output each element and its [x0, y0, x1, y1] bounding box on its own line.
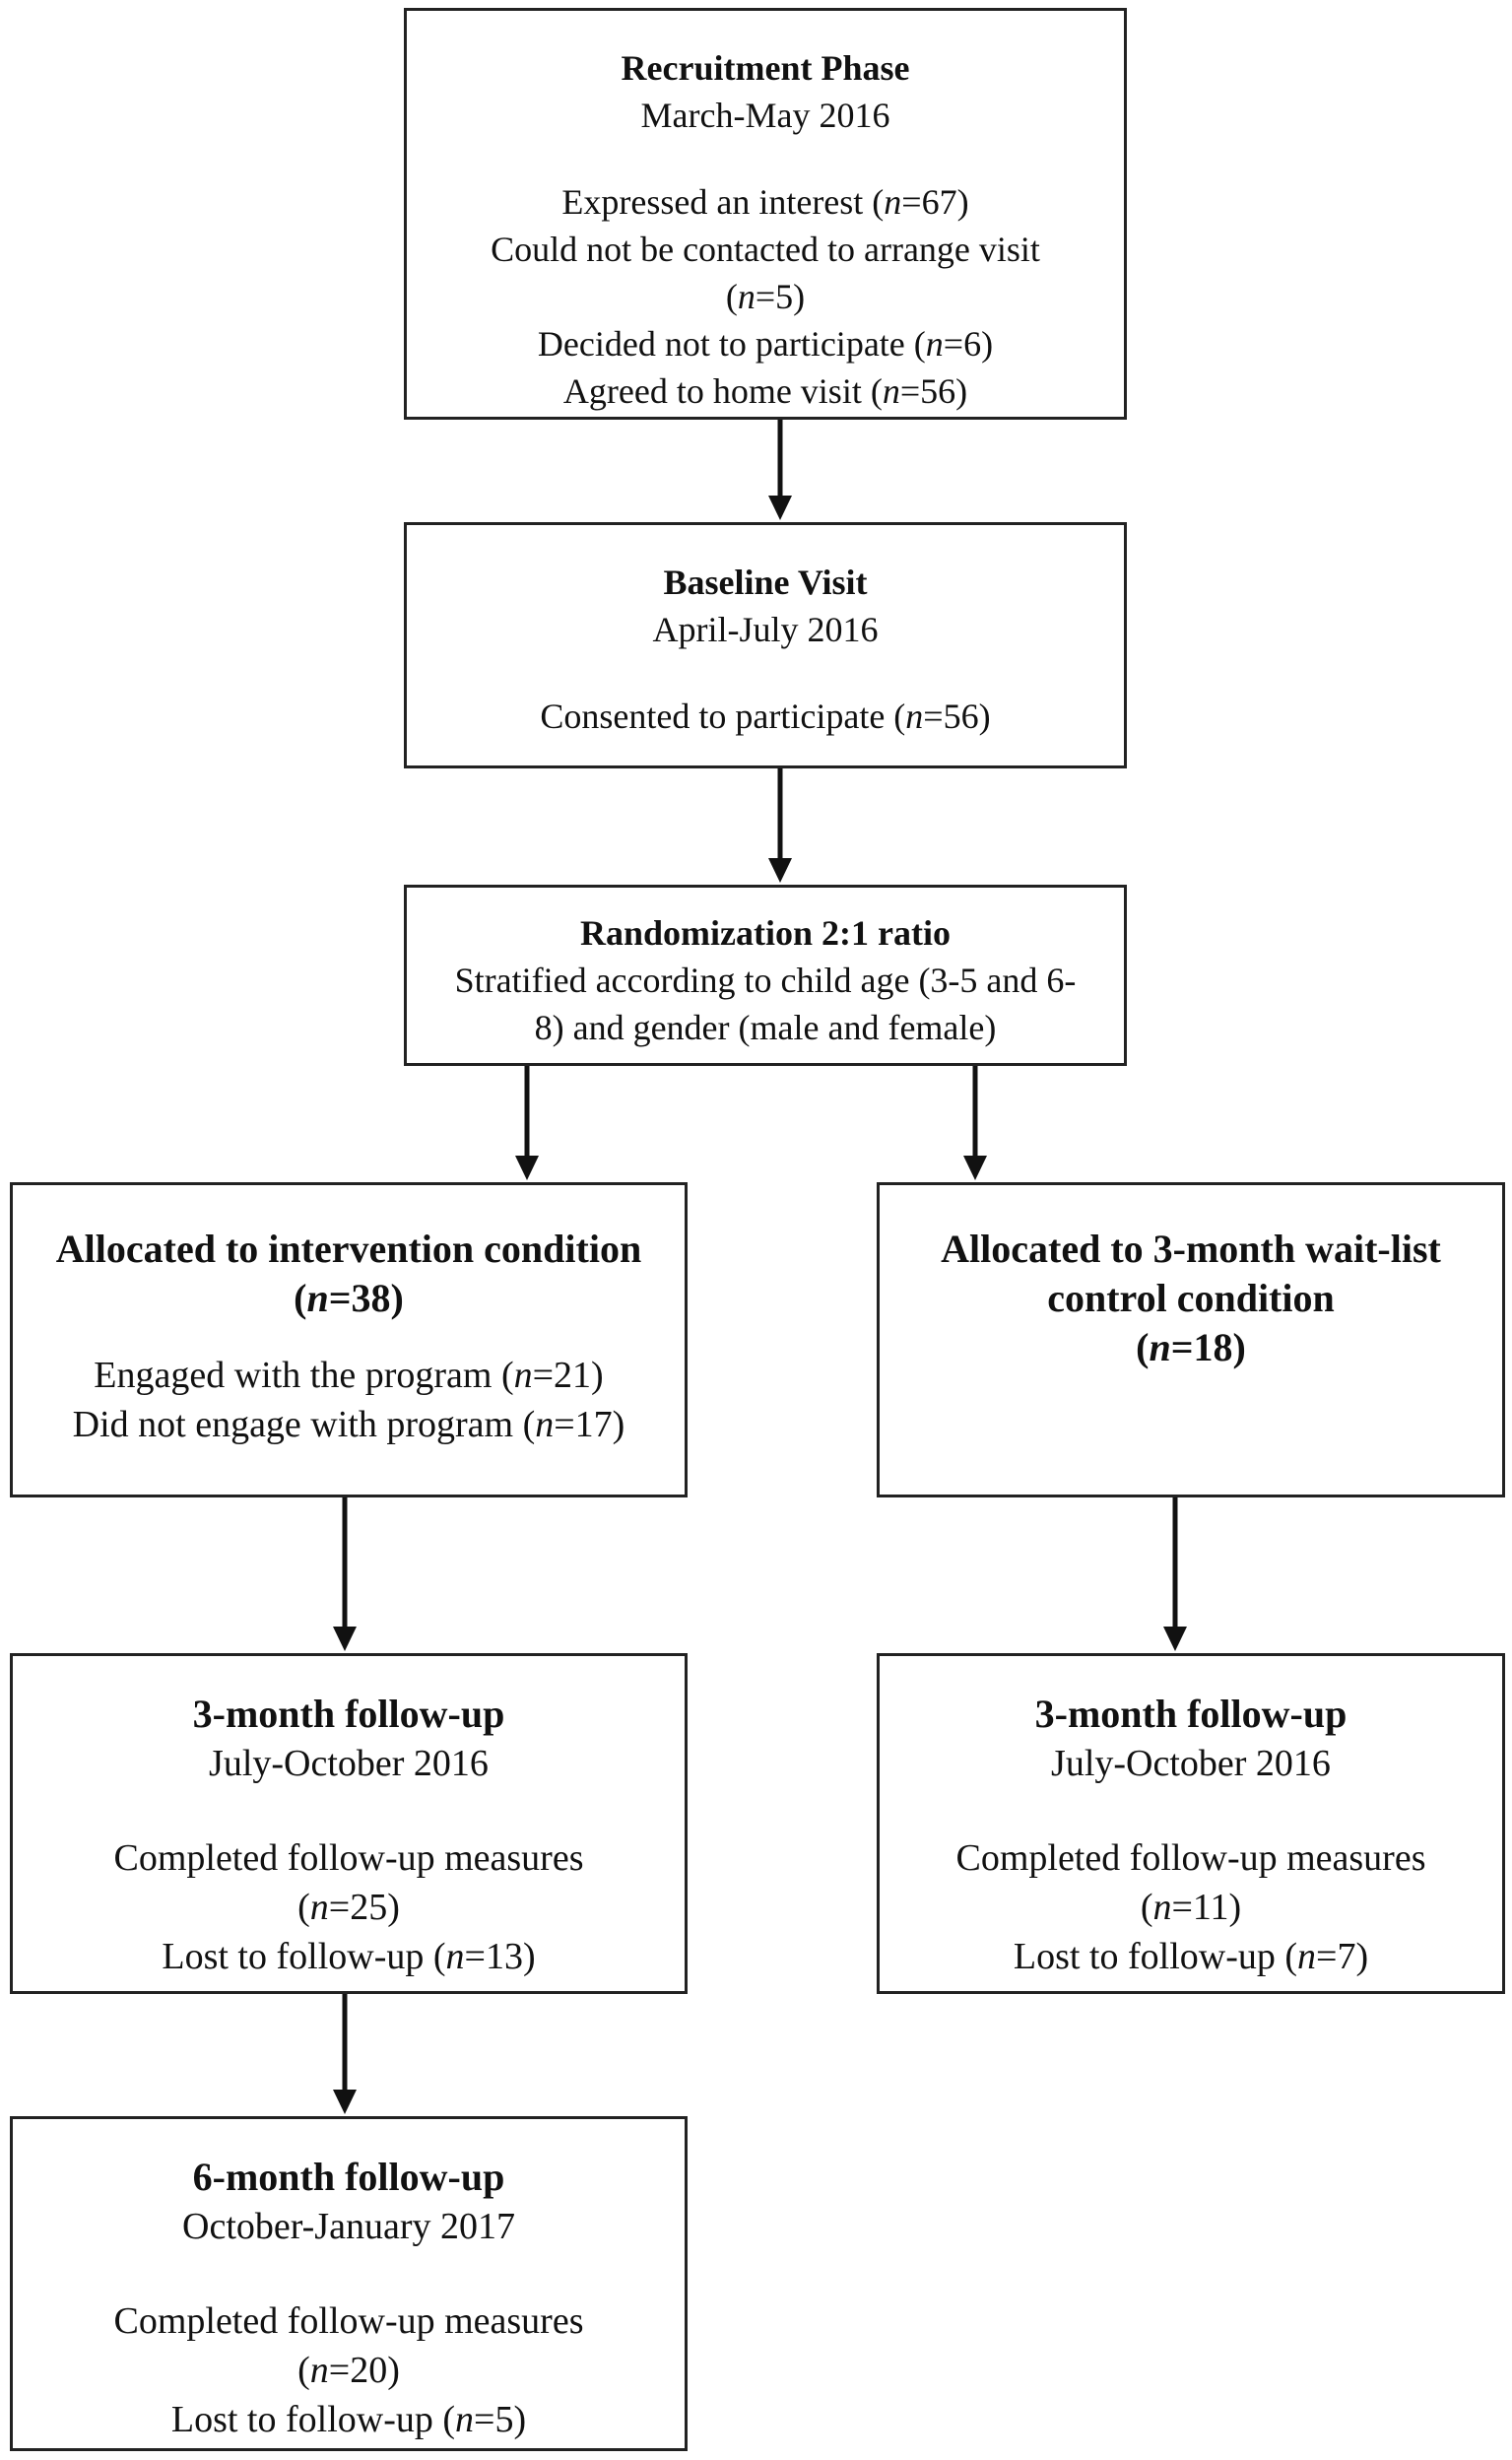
intervention-6m-followup-box: 6-month follow-up October-January 2017 C… — [10, 2116, 688, 2451]
baseline-title: Baseline Visit — [663, 563, 868, 602]
box-text-line: Lost to follow-up (n=13) — [162, 1936, 536, 1977]
arrow-randomization-to-control — [963, 1066, 987, 1180]
intervention-box: Allocated to intervention condition (n=3… — [10, 1182, 688, 1497]
control-count: (n=18) — [1136, 1325, 1246, 1369]
control-box: Allocated to 3-month wait-list control c… — [877, 1182, 1505, 1497]
box-text-line: (n=20) — [297, 2350, 400, 2391]
control-3m-followup-box: 3-month follow-up July-October 2016 Comp… — [877, 1653, 1505, 1994]
intervention-title: Allocated to intervention condition — [55, 1227, 642, 1271]
baseline-dates: April-July 2016 — [652, 610, 879, 649]
box-text-line: Completed follow-up measures — [955, 1837, 1426, 1879]
intervention-6m-dates: October-January 2017 — [182, 2206, 515, 2247]
randomization-lines: Stratified according to child age (3-5 a… — [407, 957, 1124, 1051]
box-text-line: Lost to follow-up (n=5) — [170, 2399, 527, 2440]
box-text-line: Completed follow-up measures — [113, 1837, 584, 1879]
recruitment-title: Recruitment Phase — [621, 48, 910, 88]
box-text-line: 8) and gender (male and female) — [534, 1008, 997, 1047]
control-title-1: Allocated to 3-month wait-list — [941, 1227, 1441, 1271]
control-3m-title: 3-month follow-up — [1034, 1692, 1348, 1736]
box-text-line: Stratified according to child age (3-5 a… — [454, 961, 1077, 1000]
intervention-3m-followup-box: 3-month follow-up July-October 2016 Comp… — [10, 1653, 688, 1994]
arrow-3m-to-6m — [333, 1994, 357, 2114]
intervention-3m-dates: July-October 2016 — [209, 1743, 489, 1784]
baseline-box: Baseline Visit April-July 2016 Consented… — [404, 522, 1127, 768]
arrow-randomization-to-intervention — [515, 1066, 539, 1180]
randomization-title: Randomization 2:1 ratio — [580, 913, 951, 953]
intervention-lines: Engaged with the program (n=21) Did not e… — [13, 1351, 685, 1449]
box-text-line: (n=25) — [297, 1887, 400, 1928]
randomization-box: Randomization 2:1 ratio Stratified accor… — [404, 885, 1127, 1066]
control-3m-lines: Completed follow-up measures (n=11) Lost t… — [880, 1833, 1502, 1981]
baseline-lines: Consented to participate (n=56) — [407, 693, 1124, 740]
arrow-recruitment-to-baseline — [768, 420, 792, 520]
box-text-line: (n=5) — [725, 277, 806, 316]
intervention-3m-title: 3-month follow-up — [192, 1692, 505, 1736]
recruitment-box: Recruitment Phase March-May 2016 Express… — [404, 8, 1127, 420]
intervention-6m-lines: Completed follow-up measures (n=20) Lost t… — [13, 2296, 685, 2444]
box-text-line: Expressed an interest (n=67) — [561, 182, 969, 222]
box-text-line: Engaged with the program (n=21) — [94, 1355, 604, 1396]
box-text-line: Agreed to home visit (n=56) — [562, 371, 968, 411]
box-text-line: Lost to follow-up (n=7) — [1013, 1936, 1369, 1977]
recruitment-lines: Expressed an interest (n=67) Could not be… — [407, 178, 1124, 415]
box-text-line: (n=11) — [1140, 1887, 1242, 1928]
intervention-6m-title: 6-month follow-up — [192, 2155, 505, 2199]
arrow-baseline-to-randomization — [768, 768, 792, 883]
arrow-control-to-3m — [1163, 1497, 1187, 1651]
box-text-line: Consented to participate (n=56) — [540, 697, 991, 736]
intervention-3m-lines: Completed follow-up measures (n=25) Lost t… — [13, 1833, 685, 1981]
box-text-line: Did not engage with program (n=17) — [72, 1404, 625, 1445]
box-text-line: Completed follow-up measures — [113, 2300, 584, 2342]
box-text-line: Could not be contacted to arrange visit — [491, 230, 1040, 269]
control-title-2: control condition — [1047, 1276, 1335, 1320]
recruitment-dates: March-May 2016 — [640, 96, 890, 135]
arrow-intervention-to-3m — [333, 1497, 357, 1651]
control-3m-dates: July-October 2016 — [1051, 1743, 1331, 1784]
box-text-line: Decided not to participate (n=6) — [537, 324, 994, 364]
intervention-count: (n=38) — [294, 1276, 404, 1320]
